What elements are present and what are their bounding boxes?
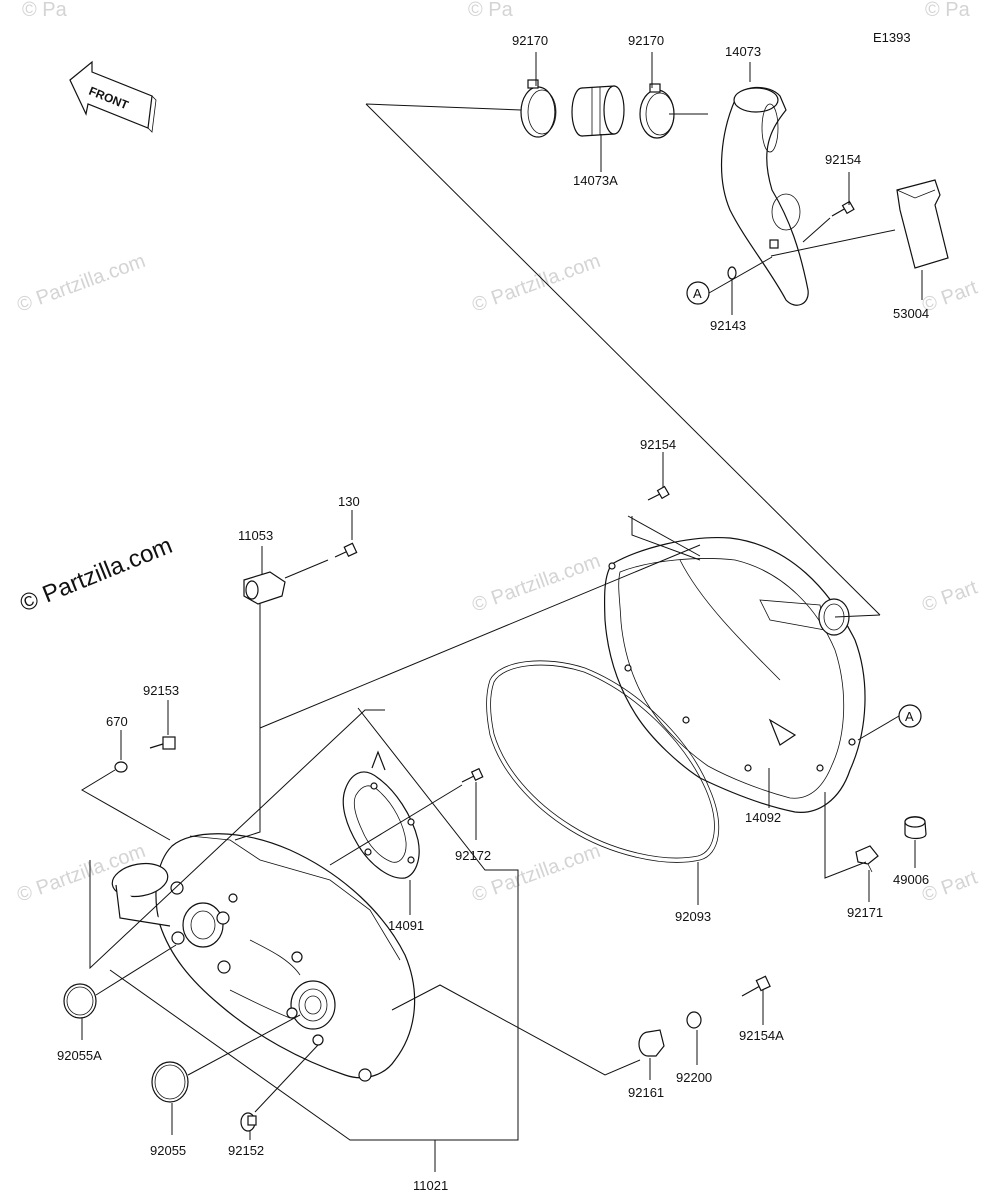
- label-11053: 11053: [238, 528, 273, 543]
- sleeve-14073A: [571, 85, 625, 137]
- label-130: 130: [338, 494, 360, 509]
- watermark-main: © Partzilla.com: [16, 532, 176, 618]
- clip-92171: [855, 845, 879, 873]
- o-ring-92055A: [63, 983, 97, 1019]
- label-92055A: 92055A: [57, 1048, 102, 1063]
- label-92161: 92161: [628, 1085, 664, 1100]
- duct-14073: [720, 86, 809, 306]
- label-92143: 92143: [710, 318, 746, 333]
- watermark-left-upper: © Partzilla.com: [14, 250, 148, 317]
- label-92154A: 92154A: [739, 1028, 784, 1043]
- bolt-92154A: [741, 975, 771, 997]
- watermark-top-center: © Pa: [468, 0, 514, 21]
- front-arrow-icon: FRONT: [69, 60, 157, 133]
- label-53004: 53004: [893, 306, 929, 321]
- plug-92152: [240, 1112, 257, 1132]
- label-92171: 92171: [847, 905, 883, 920]
- label-92200: 92200: [676, 1070, 712, 1085]
- label-92154-top: 92154: [825, 152, 861, 167]
- grommet-92161: [638, 1029, 665, 1057]
- label-14073A: 14073A: [573, 173, 618, 188]
- bolt-92172: [461, 767, 484, 783]
- bracket-11053: [243, 571, 286, 605]
- callout-a-upper-label: A: [693, 286, 702, 301]
- part-labels: 92170 92170 14073 14073A 92154 92143 530…: [57, 33, 929, 1193]
- plate-14091: [342, 750, 420, 879]
- label-92170-left: 92170: [512, 33, 548, 48]
- cover-53004: [896, 179, 949, 269]
- label-92172: 92172: [455, 848, 491, 863]
- label-49006: 49006: [893, 872, 929, 887]
- watermark-center-upper: © Partzilla.com: [469, 250, 603, 317]
- bolt-92154-upper: [831, 200, 855, 217]
- washer-92143: [727, 266, 737, 280]
- watermark-top-right: © Pa: [925, 0, 971, 21]
- label-11021: 11021: [413, 1178, 448, 1193]
- label-92093: 92093: [675, 909, 711, 924]
- leader-lines: [81, 52, 923, 1172]
- label-92154-mid: 92154: [640, 437, 676, 452]
- label-92152: 92152: [228, 1143, 264, 1158]
- label-670: 670: [106, 714, 128, 729]
- inner-cover-11021: [111, 833, 416, 1082]
- label-92153: 92153: [143, 683, 179, 698]
- washer-92200: [686, 1011, 702, 1029]
- label-92055: 92055: [150, 1143, 186, 1158]
- label-92170-right: 92170: [628, 33, 664, 48]
- watermark-top-left: © Pa: [22, 0, 68, 21]
- watermark-right-middle: © Part: [919, 576, 980, 616]
- gasket-92093: [486, 660, 720, 863]
- watermark-center-middle: © Partzilla.com: [469, 550, 603, 617]
- o-ring-92055: [151, 1061, 189, 1103]
- bolt-92153: [149, 736, 176, 750]
- bolt-92154-middle: [647, 485, 670, 501]
- o-ring-670: [114, 761, 128, 773]
- clamp-92170-right: [639, 83, 675, 139]
- label-14091: 14091: [388, 918, 424, 933]
- callout-a-lower-label: A: [905, 709, 914, 724]
- bolt-130: [334, 542, 358, 558]
- label-14092: 14092: [745, 810, 781, 825]
- diagram-code: E1393: [873, 30, 911, 45]
- outer-cover-14092: [603, 536, 866, 813]
- clamp-92170-left: [520, 79, 557, 138]
- grommet-49006: [904, 816, 927, 840]
- label-14073: 14073: [725, 44, 761, 59]
